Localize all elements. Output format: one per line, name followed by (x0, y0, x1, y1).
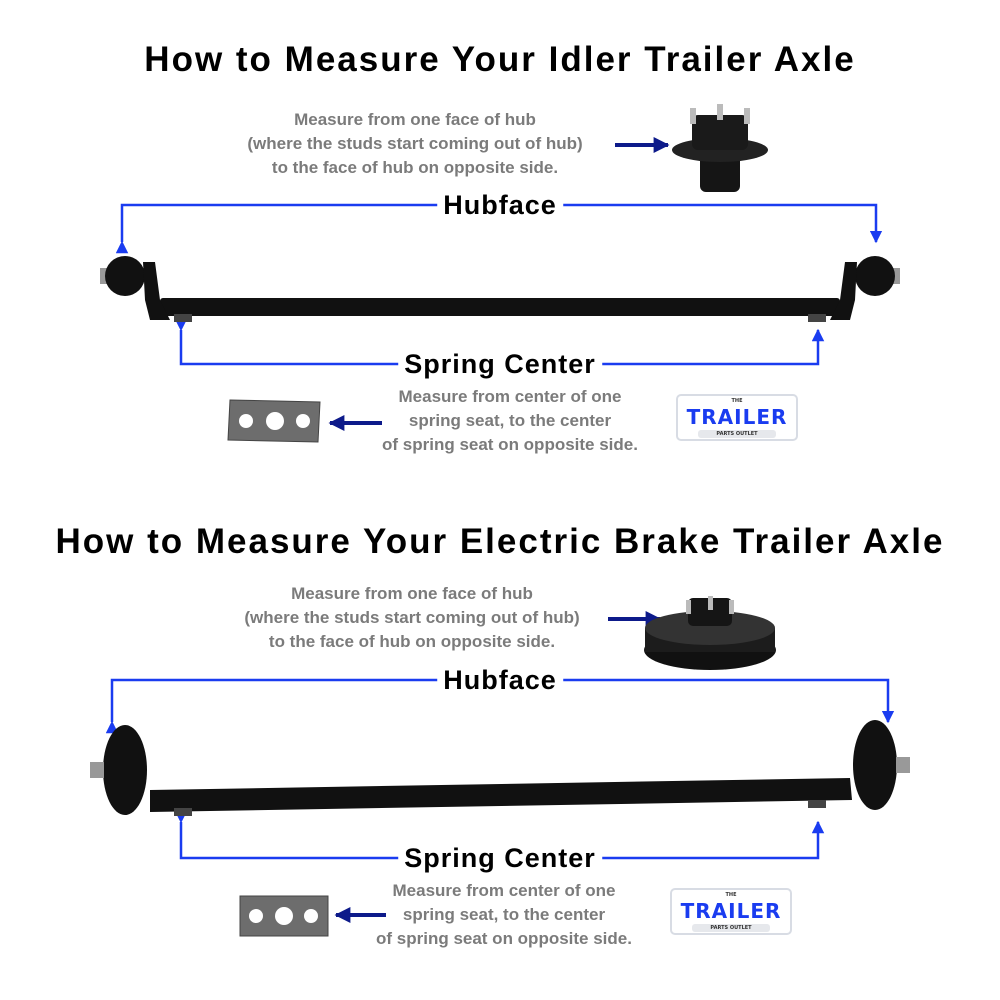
idler-hub-note: Measure from one face of hub (where the … (215, 108, 615, 180)
idler-spring-center-label: Spring Center (398, 348, 602, 380)
logo-bottom-text: PARTS OUTLET (692, 924, 770, 932)
electric-axle-image (90, 720, 910, 816)
note-line: (where the studs start coming out of hub… (247, 134, 583, 153)
logo-top-text: THE (731, 398, 743, 404)
electric-hubface-label: Hubface (437, 664, 563, 696)
electric-spring-center-label: Spring Center (398, 842, 602, 874)
logo-main-text: TRAILER (686, 405, 788, 429)
idler-spring-seat-image (227, 399, 321, 443)
electric-spring-seat-image (239, 895, 329, 937)
logo-bottom-text: PARTS OUTLET (698, 430, 776, 438)
trailer-parts-outlet-logo: THE TRAILER PARTS OUTLET (676, 394, 798, 441)
note-line: Measure from center of one (392, 881, 616, 900)
electric-hub-drum-image (644, 596, 776, 670)
trailer-parts-outlet-logo: THE TRAILER PARTS OUTLET (670, 888, 792, 935)
note-line: to the face of hub on opposite side. (268, 632, 556, 651)
idler-axle-image (100, 256, 900, 322)
idler-spring-note: Measure from center of one spring seat, … (360, 385, 660, 457)
note-line: of spring seat on opposite side. (382, 435, 638, 454)
note-line: to the face of hub on opposite side. (271, 158, 559, 177)
note-line: Measure from one face of hub (291, 584, 533, 603)
logo-top-text: THE (725, 892, 737, 898)
idler-hub-image (672, 104, 768, 192)
note-line: Measure from one face of hub (294, 110, 536, 129)
note-line: spring seat, to the center (408, 411, 612, 430)
note-line: Measure from center of one (398, 387, 622, 406)
electric-title: How to Measure Your Electric Brake Trail… (55, 522, 945, 561)
logo-main-text: TRAILER (680, 899, 782, 923)
electric-hub-note: Measure from one face of hub (where the … (212, 582, 612, 654)
note-line: (where the studs start coming out of hub… (244, 608, 580, 627)
note-line: of spring seat on opposite side. (376, 929, 632, 948)
idler-hubface-label: Hubface (437, 189, 563, 221)
idler-title: How to Measure Your Idler Trailer Axle (144, 40, 856, 79)
electric-spring-note: Measure from center of one spring seat, … (354, 879, 654, 951)
note-line: spring seat, to the center (402, 905, 606, 924)
